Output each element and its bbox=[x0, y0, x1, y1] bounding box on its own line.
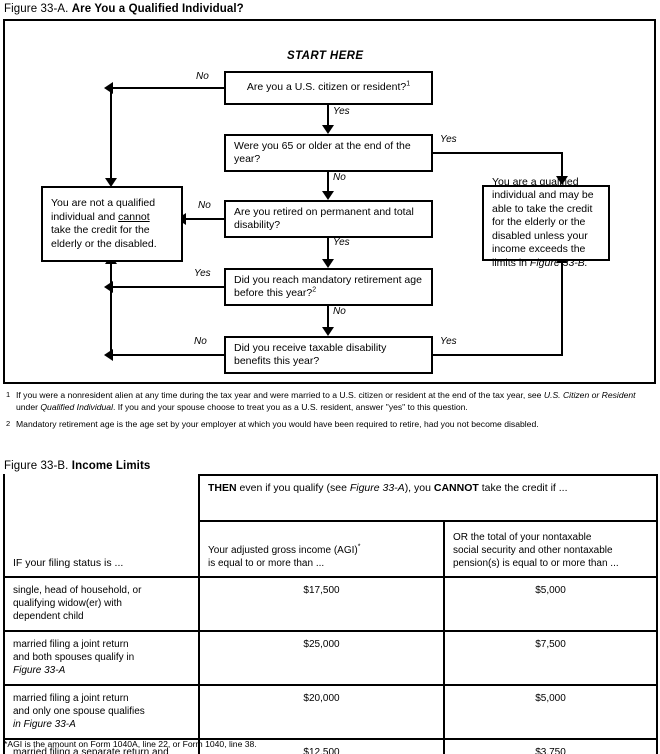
table-header-nontaxable-line2: social security and other nontaxable bbox=[453, 545, 613, 556]
table-header-nontaxable-column: OR the total of your nontaxable social s… bbox=[442, 520, 659, 578]
flowchart-footnote-1-text: If you were a nonresident alien at any t… bbox=[16, 390, 636, 412]
edge-q4-yes-arrowhead bbox=[104, 281, 113, 293]
flowchart-footnote-2-mark: 2 bbox=[6, 419, 11, 428]
edge-q3-yes-vertical bbox=[327, 238, 329, 266]
table-header-row-columns: Your adjusted gross income (AGI)* is equ… bbox=[4, 520, 659, 578]
node-question-age-65: Were you 65 or older at the end of the y… bbox=[224, 134, 433, 172]
flowchart-footnote-1: 1 If you were a nonresident alien at any… bbox=[4, 390, 656, 413]
node-question-mandatory-retirement-age: Did you reach mandatory retirement age b… bbox=[224, 268, 433, 306]
edge-q2-yes-horizontal bbox=[433, 152, 563, 154]
edge-label-q4-no: No bbox=[332, 306, 347, 317]
edge-q1-yes-vertical bbox=[327, 105, 329, 132]
table-footnote-agi: *AGI is the amount on Form 1040A, line 2… bbox=[4, 739, 257, 749]
edge-q4-yes-horizontal bbox=[110, 286, 226, 288]
node-result-qualified: You are a qualified individual and may b… bbox=[482, 176, 610, 269]
edge-label-q4-yes: Yes bbox=[193, 268, 212, 279]
table-cell-filing-status: married filing a separate return andyou … bbox=[3, 738, 200, 754]
edge-label-q3-no: No bbox=[197, 200, 212, 211]
edge-label-q1-no: No bbox=[195, 71, 210, 82]
edge-q5-no-arrowhead bbox=[104, 349, 113, 361]
table-header-agi-line1: Your adjusted gross income (AGI)* bbox=[208, 543, 361, 556]
flowchart-footnote-2: 2 Mandatory retirement age is the age se… bbox=[4, 419, 656, 431]
node-question-retired-disability-text: Are you retired on permanent and total d… bbox=[234, 205, 414, 232]
table-header-nontaxable-line1: OR the total of your nontaxable bbox=[453, 532, 592, 543]
income-limits-table: IF your filing status is ... THEN even i… bbox=[3, 474, 659, 754]
node-result-qualified-text: You are a qualified individual and may b… bbox=[492, 175, 594, 269]
edge-q5-yes-horizontal bbox=[433, 354, 563, 356]
edge-label-q1-yes: Yes bbox=[332, 106, 351, 117]
table-cell-nontaxable-limit: $5,000 bbox=[442, 684, 659, 740]
edge-q2-yes-vertical bbox=[561, 152, 563, 180]
edge-q2-no-vertical bbox=[327, 172, 329, 198]
edge-q3-no-horizontal bbox=[183, 218, 226, 220]
figure-33b-title: Figure 33-B. Income Limits bbox=[4, 459, 150, 473]
edge-label-q3-yes: Yes bbox=[332, 237, 351, 248]
edge-q4-no-vertical bbox=[327, 306, 329, 334]
edge-label-q2-yes: Yes bbox=[439, 134, 458, 145]
table-header-filing-status: IF your filing status is ... bbox=[13, 557, 124, 569]
edge-q5-yes-vertical bbox=[561, 261, 563, 356]
node-result-not-qualified: You are not a qualified individual and c… bbox=[41, 186, 183, 262]
table-header-row-then: IF your filing status is ... THEN even i… bbox=[3, 474, 659, 578]
edge-q5-no-horizontal bbox=[110, 354, 226, 356]
node-question-age-65-text: Were you 65 or older at the end of the y… bbox=[234, 139, 411, 166]
table-header-agi-line2: is equal to or more than ... bbox=[208, 558, 325, 569]
node-question-taxable-disability-benefits: Did you receive taxable disability benef… bbox=[224, 336, 433, 374]
edge-q2-no-arrowhead bbox=[322, 191, 334, 200]
table-cell-agi-limit: $25,000 bbox=[198, 630, 445, 686]
table-header-nontaxable-line3: pension(s) is equal to or more than ... bbox=[453, 558, 619, 569]
edge-bottom-riser-vertical bbox=[110, 262, 112, 356]
edge-q1-no-horizontal bbox=[110, 87, 226, 89]
flowchart-footnotes: 1 If you were a nonresident alien at any… bbox=[4, 390, 656, 437]
edge-q1-no-down-arrowhead bbox=[105, 178, 117, 187]
edge-q3-yes-arrowhead bbox=[322, 259, 334, 268]
table-cell-nontaxable-limit: $7,500 bbox=[442, 630, 659, 686]
table-header-then-clause: THEN even if you qualify (see Figure 33-… bbox=[197, 474, 659, 522]
table-cell-nontaxable-limit: $5,000 bbox=[442, 576, 659, 632]
edge-q2-yes-arrowhead bbox=[556, 176, 568, 185]
table-header-agi-column: Your adjusted gross income (AGI)* is equ… bbox=[198, 520, 445, 578]
flowchart-footnote-2-text: Mandatory retirement age is the age set … bbox=[16, 419, 539, 429]
node-question-taxable-disability-benefits-text: Did you receive taxable disability benef… bbox=[234, 341, 387, 368]
flowchart-footnote-1-mark: 1 bbox=[6, 390, 11, 399]
table-cell-agi-limit: $17,500 bbox=[198, 576, 445, 632]
edge-label-q2-no: No bbox=[332, 172, 347, 183]
edge-q4-no-arrowhead bbox=[322, 327, 334, 336]
node-question-mandatory-retirement-age-text: Did you reach mandatory retirement age b… bbox=[234, 273, 422, 300]
figure-33a-title-lead: Figure 33-A. bbox=[4, 3, 69, 15]
edge-label-q5-no: No bbox=[193, 336, 208, 347]
table-row: married filing a separate return andyou … bbox=[3, 738, 659, 754]
table-cell-agi-limit: $20,000 bbox=[198, 684, 445, 740]
figure-33a-title-bold: Are You a Qualified Individual? bbox=[71, 3, 244, 15]
edge-label-q5-yes: Yes bbox=[439, 336, 458, 347]
figure-33b-title-lead: Figure 33-B. bbox=[4, 460, 69, 472]
node-question-us-citizen-text: Are you a U.S. citizen or resident?1 bbox=[246, 80, 411, 94]
figure-33a-title: Figure 33-A. Are You a Qualified Individ… bbox=[4, 2, 244, 16]
start-here-label: START HERE bbox=[287, 50, 364, 62]
table-cell-agi-limit: $12,500 bbox=[198, 738, 445, 754]
flowchart-frame: START HERE Are you a U.S. citizen or res… bbox=[3, 19, 656, 384]
node-question-retired-disability: Are you retired on permanent and total d… bbox=[224, 200, 433, 238]
figure-33b-title-bold: Income Limits bbox=[71, 460, 151, 472]
node-result-not-qualified-text: You are not a qualified individual and c… bbox=[51, 197, 157, 250]
edge-q1-no-arrowhead bbox=[104, 82, 113, 94]
node-question-us-citizen: Are you a U.S. citizen or resident?1 bbox=[224, 71, 433, 105]
table-cell-nontaxable-limit: $3,750 bbox=[442, 738, 659, 754]
edge-q1-yes-arrowhead bbox=[322, 125, 334, 134]
edge-q1-no-vertical bbox=[110, 87, 112, 181]
